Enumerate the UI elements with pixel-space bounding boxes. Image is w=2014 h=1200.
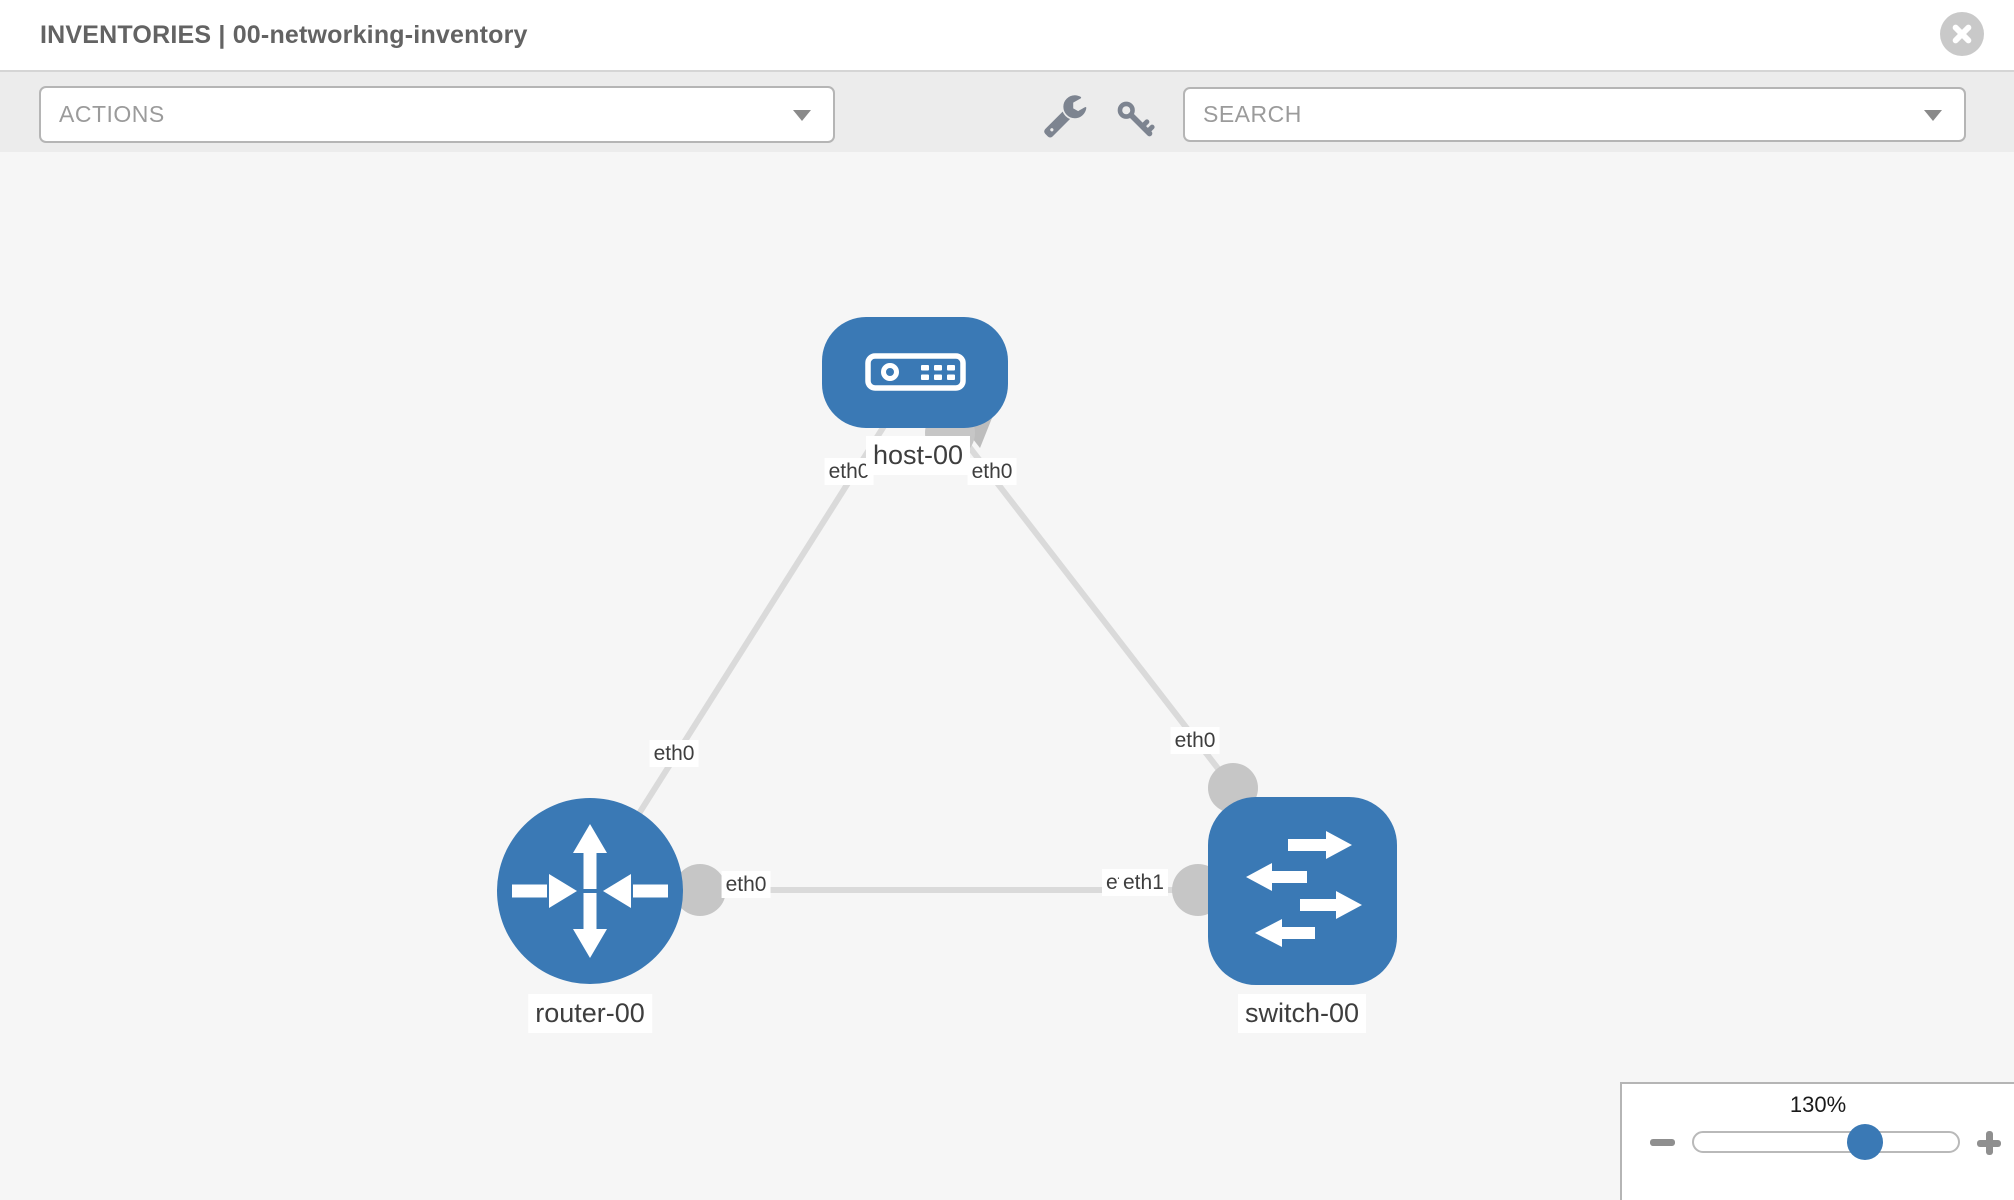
close-button[interactable]	[1940, 12, 1984, 56]
zoom-slider-handle[interactable]	[1847, 1124, 1883, 1160]
link-host-router[interactable]	[587, 402, 901, 893]
search-dropdown[interactable]: SEARCH	[1183, 87, 1966, 142]
node-switch-00[interactable]	[1208, 797, 1397, 985]
iface-label: eth0	[721, 871, 771, 898]
zoom-level-value: 130%	[1789, 1092, 1847, 1117]
configure-button[interactable]	[1042, 92, 1088, 138]
node-label-switch: switch-00	[1237, 994, 1367, 1033]
actions-dropdown-label: ACTIONS	[59, 101, 165, 127]
search-dropdown-label: SEARCH	[1203, 101, 1302, 127]
wrench-icon	[1044, 95, 1087, 138]
zoom-slider-track[interactable]	[1692, 1131, 1960, 1153]
zoom-in-button[interactable]	[1977, 1131, 2001, 1155]
caret-down-icon	[1924, 109, 1942, 121]
iface-label: eth0	[1170, 727, 1220, 754]
plus-icon	[1985, 1131, 1993, 1155]
topology-canvas[interactable]: eth0 host-00 eth0 eth0 eth0 eth0 eth0 et…	[0, 152, 2014, 1200]
toolbar: ACTIONS SEARCH	[0, 72, 2014, 154]
server-icon	[865, 353, 966, 391]
node-label-host: host-00	[865, 436, 971, 475]
window-header: INVENTORIES | 00-networking-inventory	[0, 0, 2014, 72]
iface-label: eth0	[649, 740, 699, 767]
close-icon	[1952, 24, 1972, 44]
page-title: INVENTORIES | 00-networking-inventory	[40, 21, 528, 49]
actions-dropdown[interactable]: ACTIONS	[39, 86, 835, 143]
iface-label: eth1	[1119, 869, 1168, 896]
caret-down-icon	[793, 109, 811, 121]
node-label-router: router-00	[528, 994, 652, 1033]
node-router-00[interactable]	[497, 798, 683, 984]
credentials-button[interactable]	[1114, 98, 1156, 140]
zoom-out-button[interactable]	[1650, 1139, 1675, 1146]
port-router-eth0	[674, 864, 726, 916]
node-host-00[interactable]	[822, 317, 1008, 428]
key-icon	[1117, 101, 1155, 137]
iface-label: eth0	[824, 458, 874, 485]
zoom-control-panel: 130%	[1620, 1082, 2014, 1200]
switch-icon	[1246, 831, 1362, 947]
iface-label: eth0	[967, 458, 1017, 485]
router-icon	[512, 824, 668, 958]
